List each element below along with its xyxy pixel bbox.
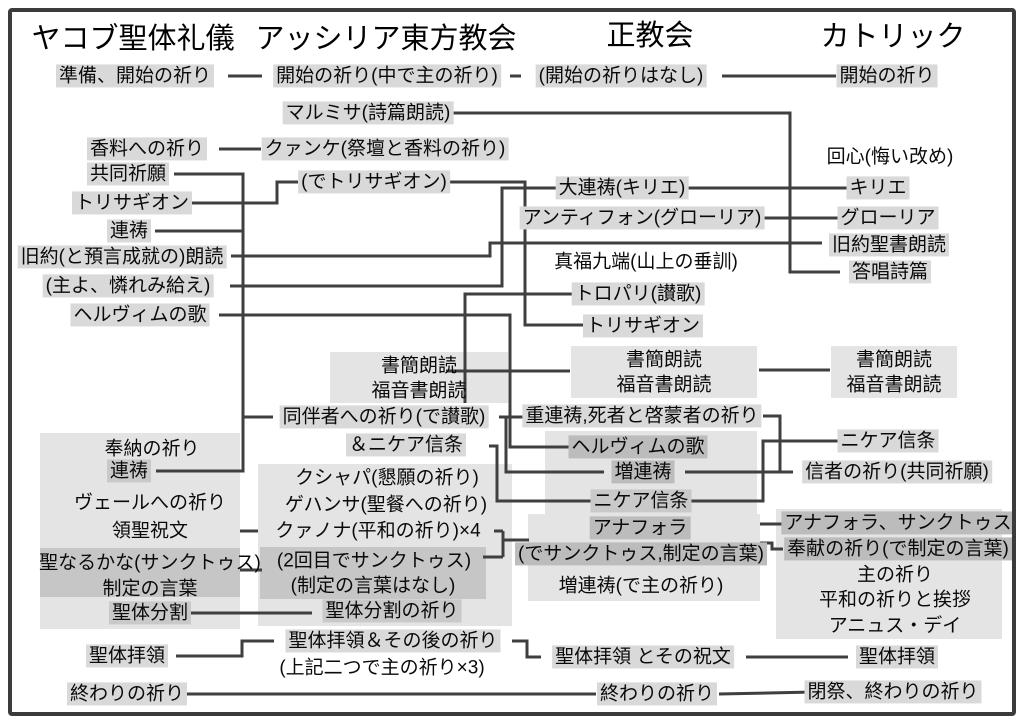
node-label: 同伴者への祈り(で讃歌) [279,405,489,429]
column-header: ヤコブ聖体礼儀 [31,23,235,55]
node-label: 共同祈願 [86,162,170,186]
node-label: 書簡朗読 [625,349,703,371]
node-label: (2回目でサンクトゥス) [276,550,472,572]
node-label: 閉祭、終わりの祈り [804,680,982,704]
node-label: 大連祷(キリエ) [555,176,689,200]
node-label: ニケア信条 [837,429,939,453]
node-label: アンティフォン(グローリア) [519,206,765,230]
connector-line [231,241,822,258]
group-panel [260,547,486,599]
node-label: 主の祈り [856,564,934,586]
connector-line [230,186,559,288]
node-label: ヘルヴィムの歌 [70,303,210,327]
connector-line [504,417,604,474]
node-label: マルミサ(詩篇朗読) [282,101,454,125]
connector-line [444,111,840,274]
node-label: 福音書朗読 [371,380,467,402]
node-label: 制定の言葉 [102,578,198,600]
node-label: (主よ、憐れみ給え) [42,274,214,298]
node-label: ヘルヴィムの歌 [568,435,708,459]
node-label: 旧約聖書朗読 [828,233,950,257]
node-label: 書簡朗読 [855,349,933,371]
node-label: ゲハンサ(聖餐への祈り) [284,494,488,516]
node-label: グローリア [837,206,939,230]
node-label: 答唱詩篇 [848,260,932,284]
connector-line [763,414,782,471]
node-label: 旧約(と預言成就の)朗読 [17,245,227,269]
node-label: (制定の言葉はなし) [290,575,456,597]
node-label: ヴェールへの祈り [73,492,227,514]
node-label: 聖体拝領 [85,644,169,668]
connector-line [489,444,591,503]
node-label: 回心(悔い改め) [826,146,954,168]
node-label: 書簡朗読 [380,355,458,377]
node-label: 開始の祈り [836,64,938,88]
connector-line [176,639,274,658]
node-label: トロパリ(讃歌) [571,282,705,306]
column-header: アッシリア東方教会 [255,23,517,55]
node-label: 増連祷(で主の祈り) [558,575,724,597]
group-panel [571,346,757,398]
connector-line [463,292,572,403]
connector-line [718,690,815,696]
node-label: 聖体拝領 [855,645,939,669]
node-label: ニケア信条 [590,489,692,513]
node-label: 増連祷 [611,460,675,484]
node-label: トリサギオン [71,191,193,215]
node-label: 聖体拝領＆その後の祈り [285,629,501,653]
node-label: トリサギオン [582,314,704,338]
connector-line [219,313,573,449]
node-label: 終わりの祈り [596,682,718,706]
node-label: 聖体分割の祈り [322,599,462,623]
group-panel [330,352,508,403]
node-label: クシャパ(懇願の祈り) [295,467,479,489]
connector-line [189,180,298,205]
node-label: 奉納の祈り [104,438,200,460]
node-label: 開始の祈り(中で主の祈り) [273,64,501,88]
node-label: (でトリサギオン) [298,170,450,194]
group-panel [40,548,240,597]
node-label: 奉献の祈り(で制定の言葉) [784,537,1012,561]
node-label: 聖体分割 [108,601,192,625]
node-label: 福音書朗読 [616,374,712,396]
node-label: アナフォラ、サンクトゥス [781,511,1015,535]
node-label: 平和の祈りと挨拶 [818,589,972,611]
column-header: カトリック [820,21,966,53]
group-panel [831,346,957,398]
group-panel [258,464,512,626]
node-label: アニュス・デイ [828,615,962,637]
node-label: 香料への祈り [86,137,208,161]
node-label: 領聖祝文 [111,520,189,542]
connector-line [448,180,591,327]
column-header: 正教会 [606,20,694,52]
node-label: アナフォラ [589,516,691,540]
node-label: 連祷 [106,219,152,243]
node-label: 終わりの祈り [66,682,188,706]
node-label: 信者の祈り(共同祈願) [802,460,992,484]
node-label: 聖なるかな(サンクトゥス) [39,552,261,574]
node-label: クァノナ(平和の祈り)×4 [275,520,481,542]
node-label: (でサンクトゥス,制定の言葉) [515,542,767,566]
node-label: クァンケ(祭壇と香料の祈り) [261,137,509,161]
node-label: キリエ [846,176,910,200]
connector-line [691,439,839,503]
node-label: 聖体拝領 とその祝文 [552,645,734,669]
node-label: (開始の祈りはなし) [535,64,707,88]
connector-line [512,639,541,659]
connector-line [156,172,245,473]
node-label: (上記二つで主の祈り×3) [279,657,485,679]
node-label: 福音書朗読 [846,374,942,396]
node-label: 重連祷,死者と啓蒙者の祈り [522,404,762,428]
node-label: 連祷 [106,459,152,483]
node-label: 準備、開始の祈り [55,64,215,88]
node-label: 真福九端(山上の垂訓) [554,251,738,273]
node-label: ＆ニケア信条 [345,433,467,457]
